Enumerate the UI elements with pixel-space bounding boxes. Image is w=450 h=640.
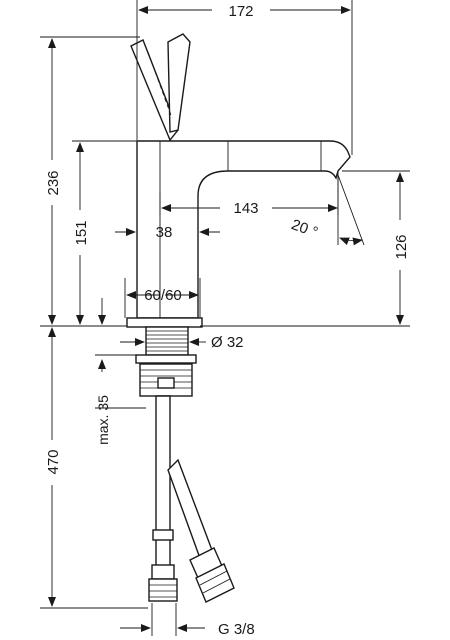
dim-height-outlet: 126 <box>393 234 410 259</box>
dim-max-thickness: max. 35 <box>95 395 111 445</box>
dim-overall-width: 172 <box>228 3 253 20</box>
dim-deck-range: 60/60 <box>144 287 182 304</box>
dim-hole-diameter: Ø 32 <box>211 334 244 351</box>
dim-hose-length: 470 <box>45 449 62 474</box>
dim-connection: G 3/8 <box>218 621 255 638</box>
dim-spout-angle: 20 ° <box>289 216 320 241</box>
threaded-shank <box>145 326 189 356</box>
dimension-labels: 172 236 151 143 38 20 ° 126 60/60 Ø 32 m… <box>45 3 410 638</box>
dim-spout-reach: 143 <box>233 200 258 217</box>
base-plate <box>126 317 203 328</box>
dim-height-total: 236 <box>45 170 62 195</box>
hose-fitting-right <box>189 547 235 603</box>
faucet-body <box>126 33 351 603</box>
faucet-column <box>136 140 351 319</box>
dim-body-width: 38 <box>156 224 173 241</box>
supply-hose-left <box>155 395 171 593</box>
hose-fitting-left <box>148 529 178 602</box>
dimension-lines <box>40 0 410 636</box>
dim-height-spout-base: 151 <box>73 220 90 245</box>
